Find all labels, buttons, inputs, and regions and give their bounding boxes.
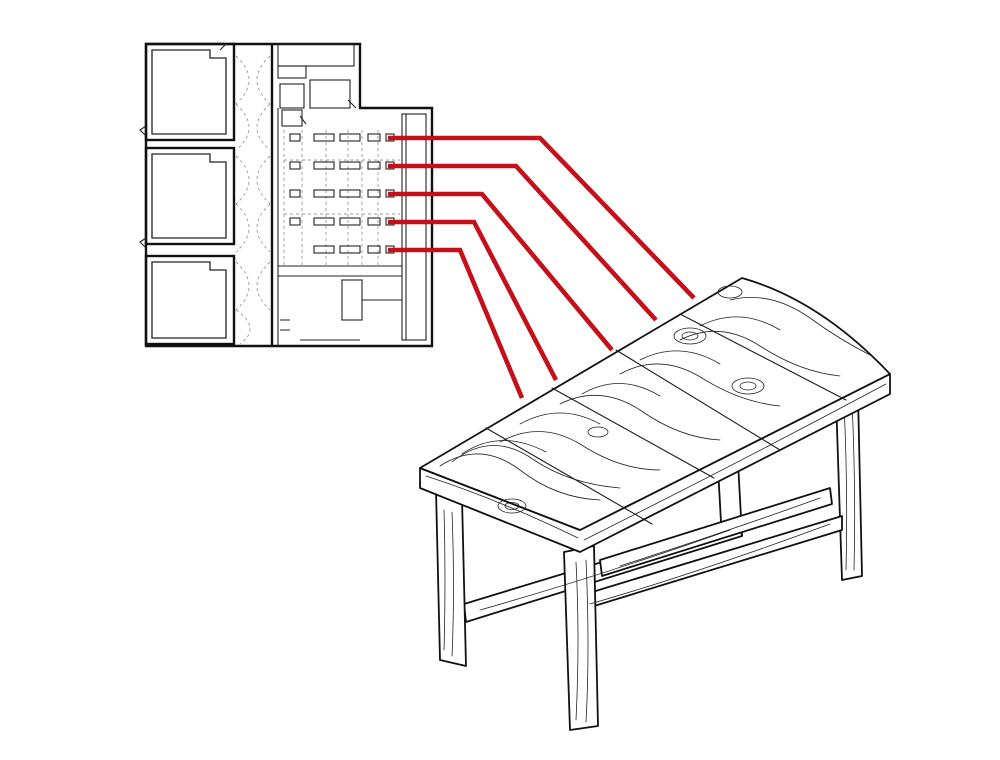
table-plank-seams — [485, 313, 847, 525]
plan-table-grid — [289, 133, 395, 254]
plan-table — [367, 161, 381, 170]
plan-table — [367, 217, 381, 226]
plan-table — [339, 189, 361, 198]
leader-lines — [388, 135, 696, 399]
plan-table — [313, 217, 335, 226]
leader-line — [388, 163, 658, 322]
plan-table — [289, 217, 301, 226]
plan-table — [313, 189, 335, 198]
plan-table — [289, 189, 301, 198]
table-leg-back-right — [835, 393, 863, 581]
plan-outer-wall — [144, 42, 434, 348]
wooden-table — [419, 277, 891, 731]
plan-table — [339, 133, 361, 142]
plan-table — [367, 245, 381, 254]
plan-table — [289, 133, 301, 142]
plan-doors — [139, 43, 227, 249]
table-leg-front-right — [563, 545, 599, 731]
plan-service-rooms — [277, 43, 357, 127]
plan-room-1 — [144, 42, 236, 142]
plan-table — [367, 133, 381, 142]
plan-structural-grid — [283, 130, 400, 266]
leader-line — [388, 247, 525, 399]
plan-table — [339, 161, 361, 170]
table-top-surface — [419, 277, 891, 531]
plan-lower-rooms — [278, 265, 402, 341]
leader-line — [388, 135, 696, 300]
plan-table — [339, 217, 361, 226]
plan-room-2 — [144, 146, 236, 246]
leader-line — [388, 219, 559, 382]
leader-line — [388, 191, 614, 352]
plan-table — [289, 161, 301, 170]
table-leg-front-left — [435, 489, 467, 667]
table-wood-grain — [439, 285, 873, 514]
floor-plan — [139, 42, 434, 348]
plan-table — [313, 245, 335, 254]
plan-table — [313, 133, 335, 142]
plan-table — [313, 161, 335, 170]
plan-table — [339, 245, 361, 254]
plan-room-3 — [144, 254, 236, 346]
plan-table — [367, 189, 381, 198]
plan-corridor-arcs — [235, 55, 271, 345]
